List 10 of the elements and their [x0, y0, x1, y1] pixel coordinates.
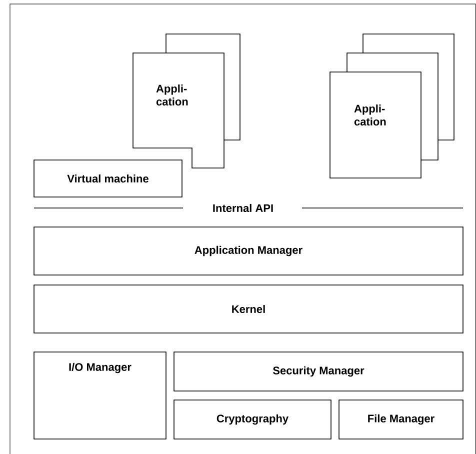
component-box: Cryptography [174, 400, 332, 440]
component-box: Security Manager [174, 352, 464, 392]
component-box: Kernel [34, 284, 464, 334]
component-box: Virtual machine [34, 160, 182, 198]
component-box: I/O Manager [34, 352, 166, 440]
document-stack: Appli- cation [132, 34, 240, 168]
component-box: File Manager [338, 400, 464, 440]
document-stack: Appli- cation [330, 34, 454, 178]
component-box: Application Manager [34, 226, 464, 276]
divider-label: Internal API [213, 204, 273, 212]
